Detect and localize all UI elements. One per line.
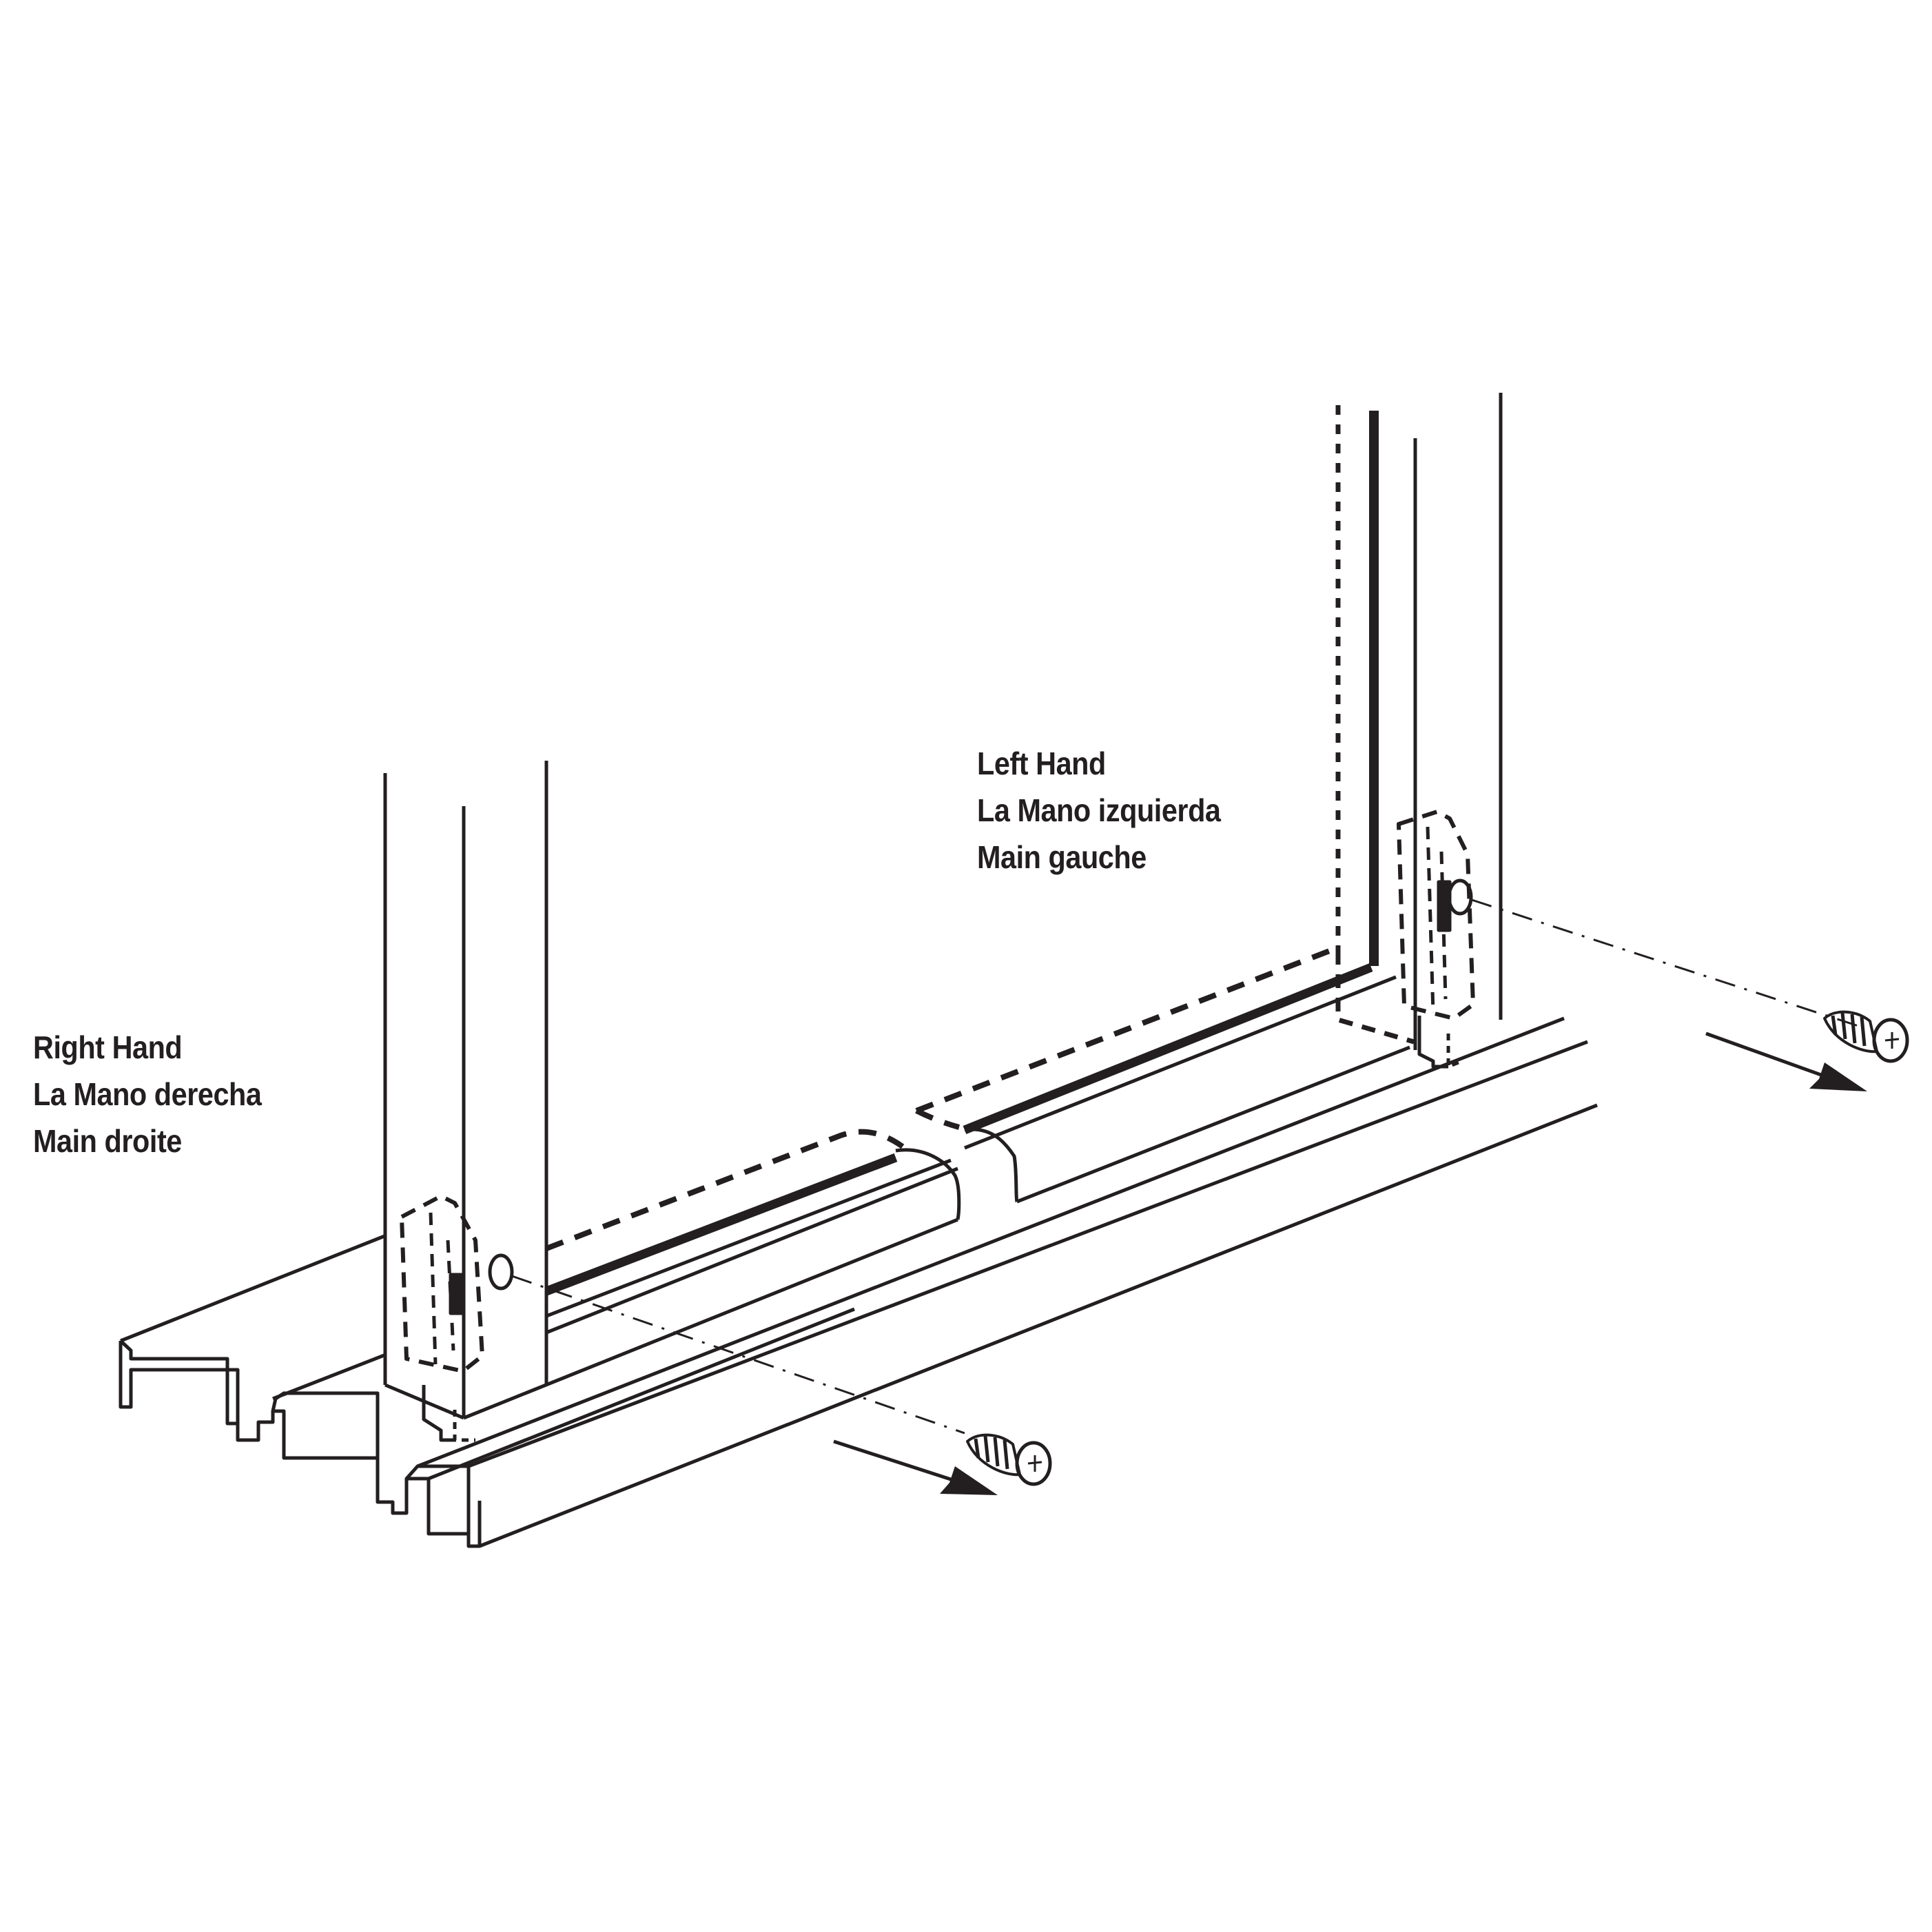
arrow-icon bbox=[1705, 1031, 1867, 1091]
bracket-slot bbox=[449, 1273, 464, 1315]
arrow-icon bbox=[833, 1439, 998, 1495]
left-hand-label: Left Hand La Mano izquierda Main gauche bbox=[977, 740, 1221, 881]
track-profile-inner-2 bbox=[271, 1391, 380, 1488]
screw-icon bbox=[1823, 1010, 1909, 1063]
bracket-slot bbox=[1437, 880, 1452, 932]
screw-axis-right-hand bbox=[511, 1275, 965, 1435]
bracket-hole bbox=[488, 1253, 514, 1291]
screw-head bbox=[1872, 1018, 1909, 1063]
right-hand-label-en: Right Hand bbox=[33, 1029, 183, 1065]
door-lower-rail bbox=[546, 1158, 952, 1318]
door-lower-rail bbox=[964, 975, 1397, 1150]
track-rail bbox=[119, 1016, 1598, 1548]
arrow-head bbox=[1809, 1062, 1867, 1091]
right-hand-label-fr: Main droite bbox=[33, 1123, 182, 1159]
track-top-back-edge bbox=[120, 1234, 385, 1343]
bracket-foot-2 bbox=[453, 1410, 475, 1442]
track-ridge-3 bbox=[468, 1040, 1588, 1468]
right-hand-door bbox=[383, 761, 961, 1420]
door-bottom-face bbox=[463, 1217, 958, 1420]
track-front-lower-edge bbox=[428, 1307, 855, 1481]
screw-head-slot bbox=[1027, 1455, 1042, 1472]
screw-axis-lines bbox=[511, 898, 1861, 1435]
left-hand-label-en: Left Hand bbox=[977, 746, 1106, 781]
door-bottom-rail-heavy bbox=[963, 963, 1373, 1135]
track-ridge-2 bbox=[417, 1016, 1565, 1468]
bracket-foot bbox=[422, 1385, 455, 1442]
bracket-foot bbox=[1417, 1016, 1448, 1069]
track-profile-inner bbox=[119, 1339, 238, 1426]
right-hand-label: Right Hand La Mano derecha Main droite bbox=[33, 1024, 262, 1164]
track-ridge-1 bbox=[272, 1353, 387, 1401]
bracket-icon bbox=[1397, 810, 1475, 1069]
track-bottom-edge bbox=[479, 1103, 1598, 1548]
screw-threads bbox=[974, 1435, 1009, 1470]
bracket-hole bbox=[1447, 878, 1473, 916]
track-profile bbox=[119, 1341, 482, 1548]
bracket-outline bbox=[400, 1194, 484, 1373]
door-rail-breakout-top bbox=[915, 945, 1338, 1130]
left-hand-label-fr: Main gauche bbox=[977, 839, 1147, 875]
screw-icon bbox=[966, 1433, 1052, 1486]
door-bottom-dotted bbox=[1335, 951, 1415, 1045]
left-hand-label-es: La Mano izquierda bbox=[977, 792, 1221, 828]
left-hand-door bbox=[915, 393, 1503, 1204]
bracket-foot-2 bbox=[1446, 1034, 1463, 1069]
door-lower-rail-2 bbox=[546, 1167, 958, 1335]
door-rail-breakout bbox=[964, 1127, 1019, 1203]
screw-head-slot bbox=[1884, 1032, 1900, 1049]
bracket-outline bbox=[1397, 810, 1475, 1020]
door-lower-rail-2 bbox=[1016, 1045, 1410, 1204]
door-bottom-rail-heavy bbox=[544, 1153, 898, 1296]
screw-axis-left-hand bbox=[1471, 898, 1861, 1028]
bracket-icon bbox=[400, 1194, 514, 1442]
bracket-inner bbox=[429, 1212, 455, 1365]
screw-head bbox=[1015, 1441, 1052, 1486]
arrow-head bbox=[940, 1466, 998, 1495]
door-rail-breakout bbox=[895, 1148, 961, 1220]
right-hand-label-es: La Mano derecha bbox=[33, 1076, 262, 1112]
screw-threads bbox=[1831, 1012, 1867, 1047]
track-profile-inner-3 bbox=[405, 1464, 471, 1534]
door-rail-breakout-top bbox=[545, 1129, 905, 1251]
